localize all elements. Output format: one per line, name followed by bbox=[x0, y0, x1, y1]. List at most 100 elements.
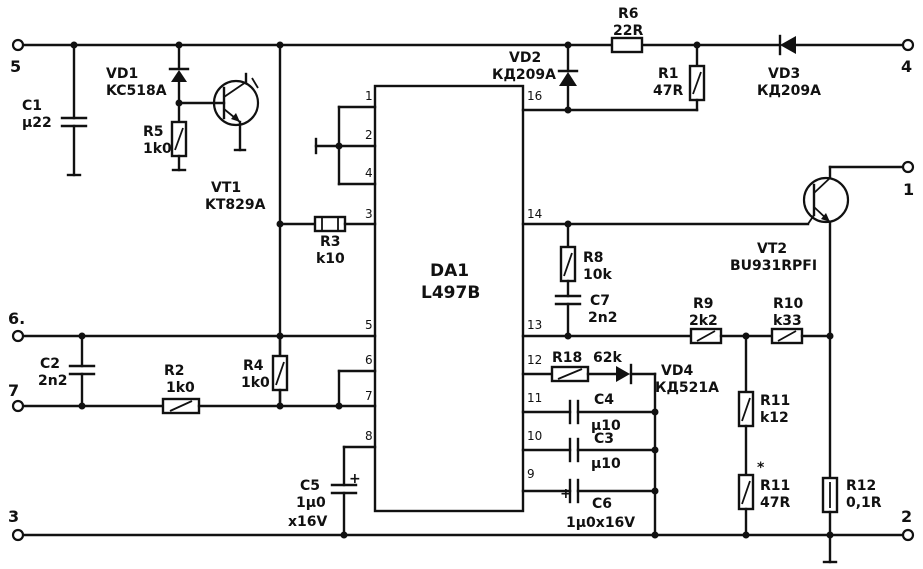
r12-name: R12 bbox=[846, 478, 876, 494]
capacitor-c4 bbox=[521, 399, 657, 425]
vt2-value: BU931RPFI bbox=[730, 258, 817, 274]
c3-value: μ10 bbox=[591, 456, 621, 472]
terminal-5[interactable] bbox=[11, 38, 25, 52]
diode-vd2 bbox=[521, 43, 579, 112]
pin-5: 5 bbox=[365, 318, 373, 332]
c1-name: C1 bbox=[22, 98, 42, 114]
terminal-3-label: 3 bbox=[8, 507, 19, 526]
terminal-2[interactable] bbox=[901, 528, 915, 542]
vd3-value: КД209А bbox=[757, 83, 821, 99]
pins-6-7-link bbox=[337, 369, 377, 408]
resistor-r5 bbox=[170, 101, 188, 172]
resistor-r4 bbox=[271, 334, 289, 408]
vt1-name: VT1 bbox=[211, 180, 241, 196]
transistor-vt2 bbox=[802, 165, 907, 480]
resistor-r1 bbox=[566, 43, 706, 112]
pin-14: 14 bbox=[527, 207, 542, 221]
r1-value: 47R bbox=[653, 83, 683, 99]
c6-value: 1μ0x16V bbox=[566, 515, 635, 531]
r18-value: 62k bbox=[593, 350, 622, 366]
pin-16: 16 bbox=[527, 89, 542, 103]
terminal-4[interactable] bbox=[901, 38, 915, 52]
r10-name: R10 bbox=[773, 296, 804, 312]
c5-name: C5 bbox=[300, 478, 320, 494]
r18-name: R18 bbox=[552, 350, 582, 366]
r6-name: R6 bbox=[618, 6, 639, 22]
ic-type: L497B bbox=[421, 283, 480, 303]
terminal-6[interactable] bbox=[11, 329, 25, 343]
pin13-line bbox=[521, 327, 832, 345]
vd4-value: КД521А bbox=[655, 380, 719, 396]
r8-name: R8 bbox=[583, 250, 604, 266]
pin-8: 8 bbox=[365, 429, 373, 443]
r9-name: R9 bbox=[693, 296, 714, 312]
terminal-4-label: 4 bbox=[901, 57, 912, 76]
r3-value: k10 bbox=[316, 251, 345, 267]
r4-value: 1k0 bbox=[241, 375, 270, 391]
c5-value: 1μ0 bbox=[296, 495, 326, 511]
resistor-r11-k12 bbox=[737, 334, 755, 477]
pin-10: 10 bbox=[527, 429, 542, 443]
capacitor-c7 bbox=[554, 294, 582, 338]
r11a-name: R11 bbox=[760, 393, 790, 409]
vd4-name: VD4 bbox=[661, 363, 693, 379]
resistor-r8 bbox=[559, 222, 577, 298]
vd2-name: VD2 bbox=[509, 50, 541, 66]
terminal-2-label: 2 bbox=[901, 507, 912, 526]
r5-name: R5 bbox=[143, 124, 164, 140]
r6-value: 22R bbox=[613, 23, 643, 39]
terminal-5-label: 5 bbox=[10, 57, 21, 76]
terminal-6-label: 6. bbox=[8, 309, 25, 328]
r2-value: 1k0 bbox=[166, 380, 195, 396]
r12-value: 0,1R bbox=[846, 495, 882, 511]
terminal-1-label: 1 bbox=[903, 180, 914, 199]
pin-13: 13 bbox=[527, 318, 542, 332]
c5-plus: + bbox=[349, 471, 361, 487]
c2-value: 2n2 bbox=[38, 373, 67, 389]
capacitor-c2 bbox=[68, 334, 96, 408]
pins-124-ground bbox=[314, 105, 377, 186]
r2-name: R2 bbox=[164, 363, 185, 379]
pin-11: 11 bbox=[527, 391, 542, 405]
vt2-name: VT2 bbox=[757, 241, 787, 257]
terminal-7-label: 7 bbox=[8, 381, 19, 400]
r11b-value: 47R bbox=[760, 495, 790, 511]
c3-name: C3 bbox=[594, 431, 614, 447]
resistor-r3 bbox=[278, 215, 377, 233]
pin-12: 12 bbox=[527, 353, 542, 367]
resistor-r11-47r bbox=[737, 473, 755, 537]
terminal-7[interactable] bbox=[11, 399, 25, 413]
vd1-name: VD1 bbox=[106, 66, 138, 82]
c6-name: C6 bbox=[592, 496, 612, 512]
r9-value: 2k2 bbox=[689, 313, 718, 329]
terminal-3[interactable] bbox=[11, 528, 25, 542]
resistor-r18 bbox=[521, 365, 618, 383]
vd3-name: VD3 bbox=[768, 66, 800, 82]
pin-2: 2 bbox=[365, 128, 373, 142]
pin-1: 1 bbox=[365, 89, 373, 103]
resistor-r2 bbox=[16, 397, 341, 415]
r11a-value: k12 bbox=[760, 410, 789, 426]
vt1-value: KT829A bbox=[205, 197, 266, 213]
diode-vd3 bbox=[778, 34, 796, 56]
c1-value: μ22 bbox=[22, 115, 52, 131]
c5-rating: x16V bbox=[288, 514, 328, 530]
c4-name: C4 bbox=[594, 392, 614, 408]
r11b-name: R11 bbox=[760, 478, 790, 494]
vd1-value: KC518A bbox=[106, 83, 167, 99]
capacitor-c6 bbox=[521, 478, 657, 504]
c2-name: C2 bbox=[40, 356, 60, 372]
r8-value: 10k bbox=[583, 267, 612, 283]
c7-value: 2n2 bbox=[588, 310, 617, 326]
resistor-r12 bbox=[821, 476, 839, 564]
pin-3: 3 bbox=[365, 207, 373, 221]
r3-name: R3 bbox=[320, 234, 341, 250]
capacitor-c5 bbox=[330, 445, 377, 537]
c6-plus: + bbox=[560, 486, 572, 502]
resistor-r6 bbox=[610, 36, 644, 54]
pin-9: 9 bbox=[527, 467, 535, 481]
terminal-1[interactable] bbox=[901, 160, 915, 174]
r10-value: k33 bbox=[773, 313, 802, 329]
r5-value: 1k0 bbox=[143, 141, 172, 157]
